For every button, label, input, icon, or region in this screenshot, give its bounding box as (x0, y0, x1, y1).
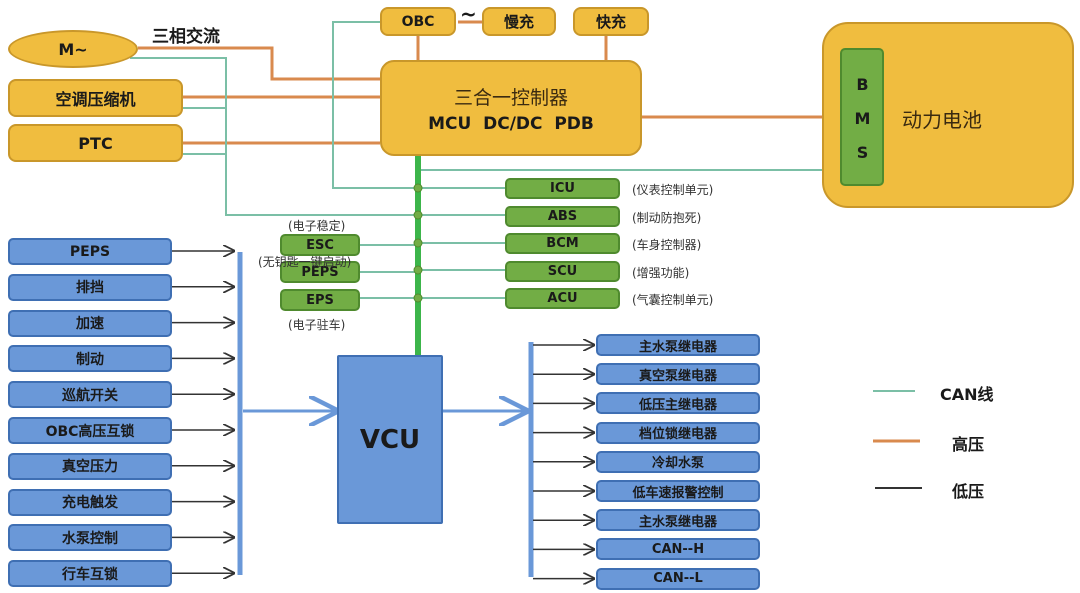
input-arrows (172, 251, 234, 573)
bms-label: B M S (853, 74, 872, 160)
input-item[interactable]: 加速 (8, 309, 172, 337)
can-node-note: (气囊控制单元) (632, 293, 714, 307)
output-item[interactable]: 主水泵继电器 (596, 334, 760, 356)
controller-title: 三合一控制器 (453, 86, 568, 109)
ac-tilde: ~ (460, 2, 477, 26)
obc-node[interactable]: OBC (380, 7, 456, 36)
battery-label: 动力电池 (902, 108, 982, 132)
fast-charge-label: 快充 (595, 13, 626, 31)
output-item[interactable]: 档位锁继电器 (596, 421, 760, 444)
three-phase-label: 三相交流 (152, 27, 220, 47)
can-line-obc (332, 21, 418, 189)
can-node-note: (无钥匙一键启动) (258, 255, 352, 269)
output-item[interactable]: 冷却水泵 (596, 450, 760, 473)
controller-node[interactable]: 三合一控制器 MCU DC/DC PDB (380, 60, 642, 156)
motor-node[interactable]: M~ (8, 30, 138, 68)
can-node-note: (制动防抱死) (632, 210, 702, 225)
battery-node[interactable]: B M S 动力电池 (822, 22, 1074, 208)
hv-lines (138, 20, 840, 145)
can-node-note: (仪表控制单元) (632, 183, 714, 197)
legend-can-label: CAN线 (940, 385, 994, 404)
compressor-node[interactable]: 空调压缩机 (8, 79, 183, 117)
output-item[interactable]: CAN--H (596, 538, 760, 561)
legend-lv-label: 低压 (952, 482, 985, 501)
input-item[interactable]: 排挡 (8, 273, 172, 301)
can-node-note: (电子稳定) (288, 219, 346, 233)
can-node-peps[interactable]: PEPS (280, 261, 360, 283)
obc-label: OBC (401, 13, 435, 30)
slow-charge-label: 慢充 (503, 13, 534, 31)
ptc-node[interactable]: PTC (8, 124, 183, 162)
can-node-esc[interactable]: ESC (280, 234, 360, 256)
input-item[interactable]: 制动 (8, 345, 172, 373)
vcu-label: VCU (359, 424, 421, 455)
output-item[interactable]: 主水泵继电器 (596, 509, 760, 532)
hv-line-motor (138, 46, 380, 81)
can-node-eps[interactable]: EPS (280, 289, 360, 311)
controller-subtitle: MCU DC/DC PDB (428, 113, 594, 134)
can-node-note: (增强功能) (632, 265, 690, 280)
output-arrows (533, 345, 594, 579)
input-item[interactable]: 行车互锁 (8, 560, 172, 588)
can-node-acu[interactable]: ACU (505, 288, 620, 309)
motor-label: M~ (58, 39, 88, 59)
slow-charge-node[interactable]: 慢充 (482, 7, 556, 36)
input-item[interactable]: OBC高压互锁 (8, 417, 172, 444)
compressor-label: 空调压缩机 (55, 90, 136, 109)
bus-junctions (413, 183, 423, 303)
input-item[interactable]: PEPS (8, 238, 172, 265)
can-lines (130, 21, 840, 299)
input-item[interactable]: 真空压力 (8, 452, 172, 480)
output-item[interactable]: 真空泵继电器 (596, 363, 760, 386)
output-item[interactable]: CAN--L (596, 567, 760, 590)
output-item[interactable]: 低车速报警控制 (596, 480, 760, 502)
ptc-label: PTC (78, 133, 113, 153)
can-node-note: (电子驻车) (288, 318, 346, 332)
can-node-note: (车身控制器) (632, 238, 702, 252)
legend-hv-label: 高压 (952, 435, 985, 454)
can-line-motor (130, 57, 418, 216)
bms-node[interactable]: B M S (840, 48, 884, 186)
can-node-abs[interactable]: ABS (505, 205, 620, 227)
output-item[interactable]: 低压主继电器 (596, 392, 760, 415)
can-node-bcm[interactable]: BCM (505, 233, 620, 254)
fast-charge-node[interactable]: 快充 (573, 7, 649, 36)
input-item[interactable]: 充电触发 (8, 488, 172, 516)
can-node-scu[interactable]: SCU (505, 260, 620, 282)
can-node-icu[interactable]: ICU (505, 178, 620, 199)
input-item[interactable]: 水泵控制 (8, 524, 172, 552)
input-item[interactable]: 巡航开关 (8, 381, 172, 409)
vcu-node[interactable]: VCU (337, 355, 443, 524)
